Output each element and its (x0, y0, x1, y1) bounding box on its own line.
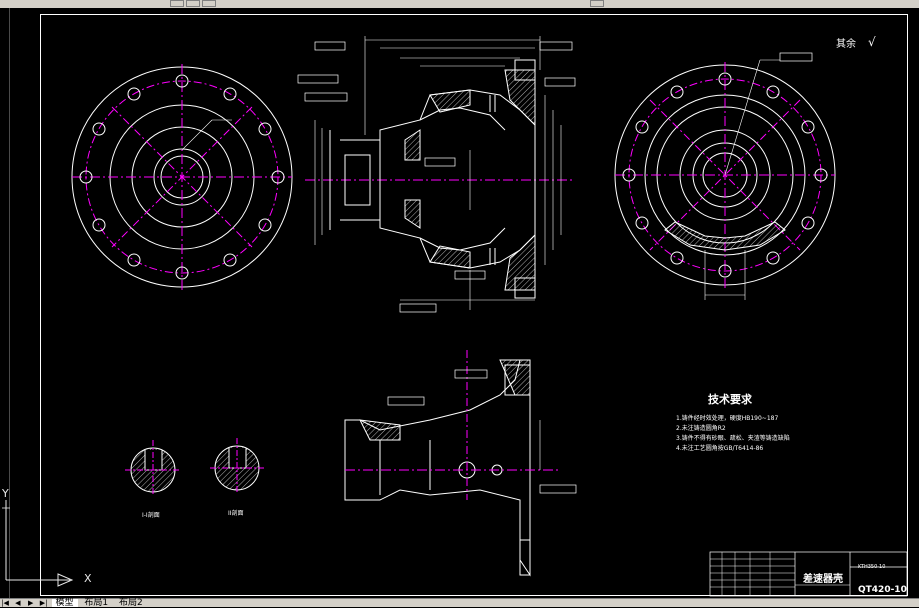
left-end-view (71, 64, 293, 290)
tech-requirement-line: 1.铸件经时效处理，硬度HB190~187 (676, 415, 779, 422)
tab-first-icon[interactable]: |◀ (1, 599, 9, 607)
toolbar-button[interactable] (202, 0, 216, 7)
sheet-border (40, 14, 908, 596)
tab-layout2[interactable]: 布局2 (119, 598, 143, 608)
ucs-x-label: X (84, 572, 92, 585)
tab-layout1[interactable]: 布局1 (84, 598, 109, 608)
title-block-part-name: 差速器壳 (803, 574, 843, 585)
title-block (709, 551, 908, 597)
bolt-holes-right (622, 72, 828, 278)
window-top-strip (0, 0, 919, 8)
tech-requirement-line: 2.未注铸造圆角R2 (676, 425, 726, 432)
surface-symbol-icon: √ (868, 35, 876, 49)
surface-finish-note: 其余 (836, 39, 856, 50)
tech-requirement-line: 3.铸件不得有砂眼、疏松、夹渣等铸造缺陷 (676, 435, 790, 442)
drawing-canvas[interactable] (0, 8, 919, 598)
tab-model[interactable]: 模型 (51, 599, 78, 608)
tab-last-icon[interactable]: ▶| (39, 599, 48, 607)
tab-prev-icon[interactable]: ◀ (15, 599, 21, 607)
toolbar-button[interactable] (170, 0, 184, 7)
ucs-icon (2, 500, 74, 587)
viewport-left-edge (0, 8, 10, 607)
tech-requirements-title: 技术要求 (708, 393, 752, 406)
title-block-material: KTH350-10 (858, 564, 886, 570)
toolbar-button[interactable] (590, 0, 604, 7)
lower-partial-view (344, 350, 577, 577)
title-block-drawing-no: QT420-10 (858, 585, 907, 595)
layout-tab-bar: |◀ ◀ ▶ ▶| 模型 布局1 布局2 (0, 598, 919, 608)
right-end-view (614, 52, 836, 300)
cad-viewport[interactable]: 其余 √ 技术要求 1.铸件经时效处理，硬度HB190~187 2.未注铸造圆角… (0, 8, 919, 598)
ucs-y-label: Y (2, 487, 9, 500)
tab-next-icon[interactable]: ▶ (28, 599, 34, 607)
bolt-holes-left (79, 74, 285, 280)
section-label: I-I剖面 (142, 512, 160, 519)
section-details (125, 438, 265, 495)
toolbar-button[interactable] (186, 0, 200, 7)
main-section-view (297, 36, 576, 313)
tech-requirement-line: 4.未注工艺圆角按GB/T6414-86 (676, 445, 764, 452)
section-label: II剖面 (228, 510, 244, 517)
